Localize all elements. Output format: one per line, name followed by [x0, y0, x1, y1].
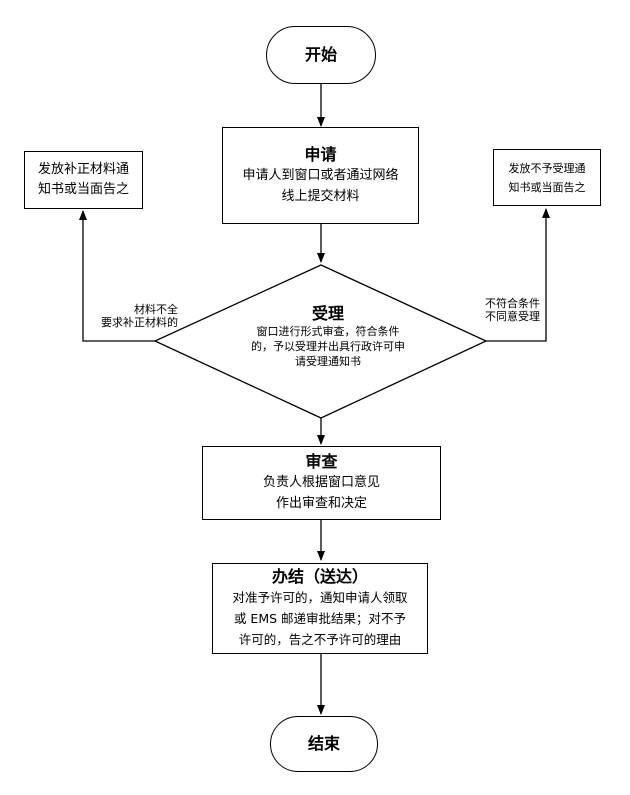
accept-body: 窗口进行形式审查，符合条件 的，予以受理并出具行政许可申 请受理通知书 [251, 325, 405, 368]
end-terminal: 结束 [270, 716, 378, 772]
arrow-accept-to-right-notice [486, 208, 550, 342]
right-notice-text: 发放不予受理通 知书或当面告之 [508, 161, 586, 194]
left-notice-text: 发放补正材料通 知书或当面告之 [37, 162, 129, 197]
arrow-accept-to-left-notice [79, 210, 155, 342]
left-notice-box: 发放补正材料通 知书或当面告之 [24, 151, 143, 209]
complete-title: 办结（送达） [271, 567, 368, 586]
review-box: 审查 负责人根据窗口意见 作出审查和决定 [202, 446, 441, 520]
complete-body: 对准予许可的，通知申请人领取 或 EMS 邮递审批结果；对不予 许可的，告之不予… [232, 590, 408, 647]
accept-diamond [153, 264, 488, 419]
apply-box: 申请 申请人到窗口或者通过网络 线上提交材料 [222, 127, 419, 224]
start-label: 开始 [304, 45, 337, 64]
start-terminal: 开始 [266, 26, 376, 84]
apply-body: 申请人到窗口或者通过网络 线上提交材料 [242, 167, 399, 204]
right-notice-box: 发放不予受理通 知书或当面告之 [493, 149, 601, 206]
right-condition-label: 不符合条件 不同意受理 [485, 297, 540, 323]
review-body: 负责人根据窗口意见 作出审查和决定 [262, 475, 380, 511]
left-condition-label: 材料不全 要求补正材料的 [101, 303, 178, 329]
end-label: 结束 [307, 734, 340, 753]
apply-title: 申请 [304, 144, 337, 164]
review-title: 审查 [305, 452, 338, 471]
accept-title: 受理 [311, 304, 344, 323]
accept-text: 受理 窗口进行形式审查，符合条件 的，予以受理并出具行政许可申 请受理通知书 [228, 304, 428, 369]
complete-box: 办结（送达） 对准予许可的，通知申请人领取 或 EMS 邮递审批结果；对不予 许… [212, 563, 428, 654]
